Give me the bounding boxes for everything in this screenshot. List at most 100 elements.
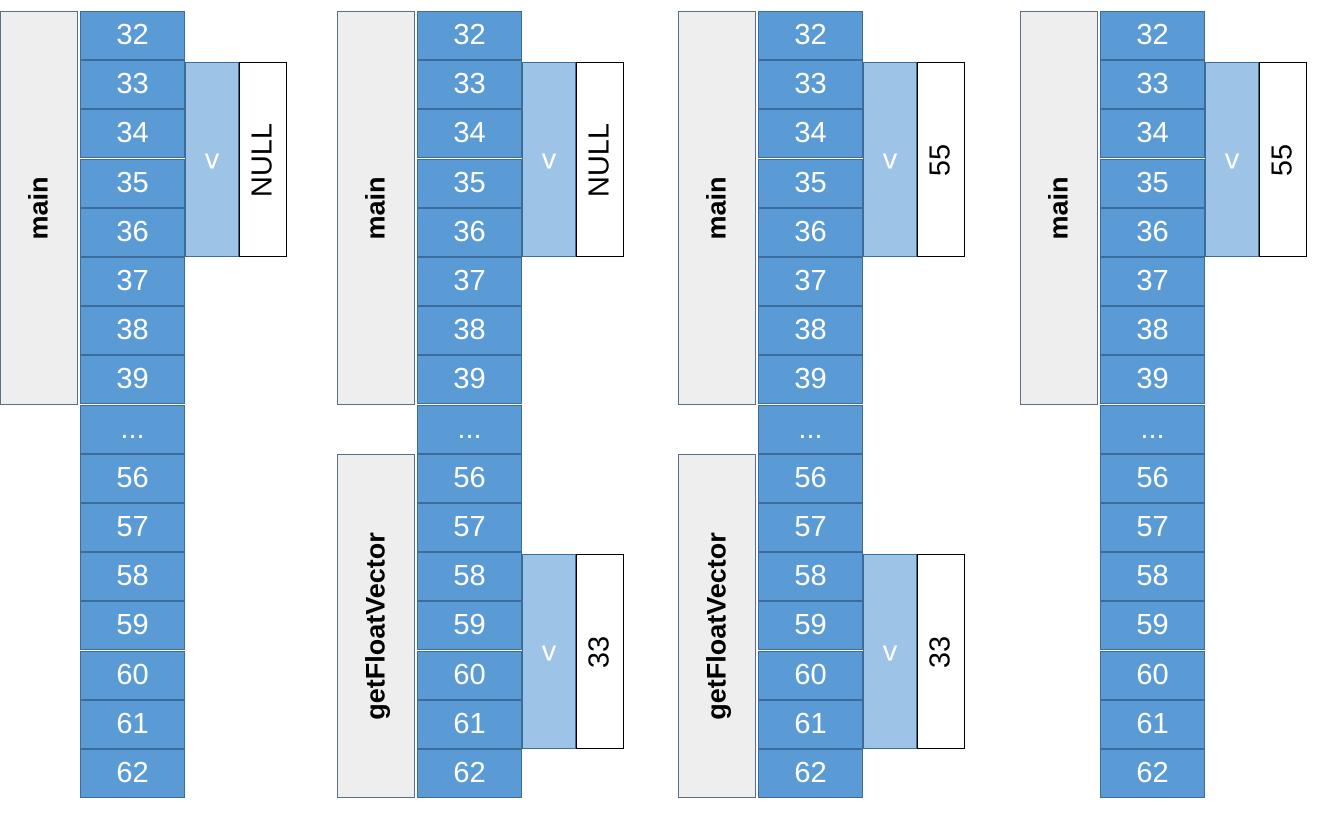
stack-frame: main [0,11,78,405]
memory-cell: 60 [417,650,522,700]
memory-cell: 37 [758,257,863,306]
memory-cell: 33 [758,60,863,110]
memory-cell: 33 [417,60,522,110]
memory-cell: 36 [758,207,863,257]
memory-cell: 34 [417,109,522,159]
variable-value-box: NULL [239,62,287,257]
stack-frame: main [337,11,415,405]
memory-cell: 59 [417,601,522,651]
memory-cell: 36 [80,207,185,257]
variable-box: v [863,62,917,257]
memory-cell: 32 [80,11,185,60]
memory-cell: 37 [417,257,522,306]
memory-cell: 57 [80,503,185,552]
memory-cell: ... [758,404,863,454]
variable-name: v [204,143,220,176]
variable-value-box: NULL [576,62,624,257]
frame-label: getFloatVector [701,532,732,720]
memory-cell: 33 [80,60,185,110]
memory-cell: 57 [1100,503,1205,552]
memory-cell: 38 [417,306,522,356]
memory-cell: 35 [417,158,522,208]
memory-cell: 56 [758,453,863,503]
memory-cell: 62 [417,749,522,798]
variable-value: 33 [924,635,957,668]
memory-cell: 56 [1100,453,1205,503]
frame-label: getFloatVector [360,532,391,720]
memory-cell: ... [417,404,522,454]
variable-box: v [1205,62,1259,257]
memory-cell: 34 [1100,109,1205,159]
stack-frame: getFloatVector [678,453,756,799]
variable-box: v [185,62,239,257]
frame-label: main [360,176,391,240]
memory-cell: ... [80,404,185,454]
memory-cell: 60 [1100,650,1205,700]
variable-value: NULL [246,122,279,197]
memory-cell: 32 [1100,11,1205,60]
memory-cell: 57 [758,503,863,552]
frame-label: main [701,176,732,240]
variable-value-box: 33 [576,554,624,749]
memory-cell: 38 [1100,306,1205,356]
memory-cell: 58 [80,552,185,602]
memory-cell: 62 [758,749,863,798]
variable-value: 55 [924,143,957,176]
memory-cell: 60 [758,650,863,700]
memory-cell: 35 [758,158,863,208]
memory-cell: 39 [1100,355,1205,405]
memory-cell: 58 [417,552,522,602]
variable-value: 55 [1266,143,1299,176]
memory-cell: 58 [758,552,863,602]
memory-cell: 36 [1100,207,1205,257]
variable-name: v [882,635,898,668]
memory-cell: 58 [1100,552,1205,602]
memory-cell: 33 [1100,60,1205,110]
memory-cell: 59 [1100,601,1205,651]
memory-cell: 57 [417,503,522,552]
memory-cell: 62 [1100,749,1205,798]
variable-value: 33 [583,635,616,668]
memory-cell: 39 [417,355,522,405]
memory-cell: 56 [80,453,185,503]
memory-cell: 32 [758,11,863,60]
stack-frame: getFloatVector [337,453,415,799]
memory-cell: 35 [80,158,185,208]
memory-cell: 34 [758,109,863,159]
variable-box: v [863,554,917,749]
variable-value: NULL [583,122,616,197]
variable-value-box: 55 [917,62,965,257]
stack-frame: main [1020,11,1098,405]
memory-cell: 36 [417,207,522,257]
variable-box: v [522,62,576,257]
memory-cell: 38 [758,306,863,356]
memory-cell: ... [1100,404,1205,454]
memory-cell: 59 [80,601,185,651]
memory-cell: 61 [417,699,522,749]
variable-value-box: 55 [1259,62,1307,257]
memory-cell: 60 [80,650,185,700]
variable-name: v [541,143,557,176]
variable-value-box: 33 [917,554,965,749]
memory-cell: 32 [417,11,522,60]
memory-cell: 61 [1100,699,1205,749]
memory-cell: 61 [758,699,863,749]
memory-cell: 37 [1100,257,1205,306]
memory-cell: 62 [80,749,185,798]
variable-name: v [882,143,898,176]
memory-cell: 35 [1100,158,1205,208]
stack-frame: main [678,11,756,405]
frame-label: main [23,176,54,240]
memory-cell: 37 [80,257,185,306]
variable-name: v [1224,143,1240,176]
memory-cell: 61 [80,699,185,749]
memory-cell: 39 [758,355,863,405]
variable-name: v [541,635,557,668]
frame-label: main [1043,176,1074,240]
memory-cell: 56 [417,453,522,503]
memory-cell: 38 [80,306,185,356]
